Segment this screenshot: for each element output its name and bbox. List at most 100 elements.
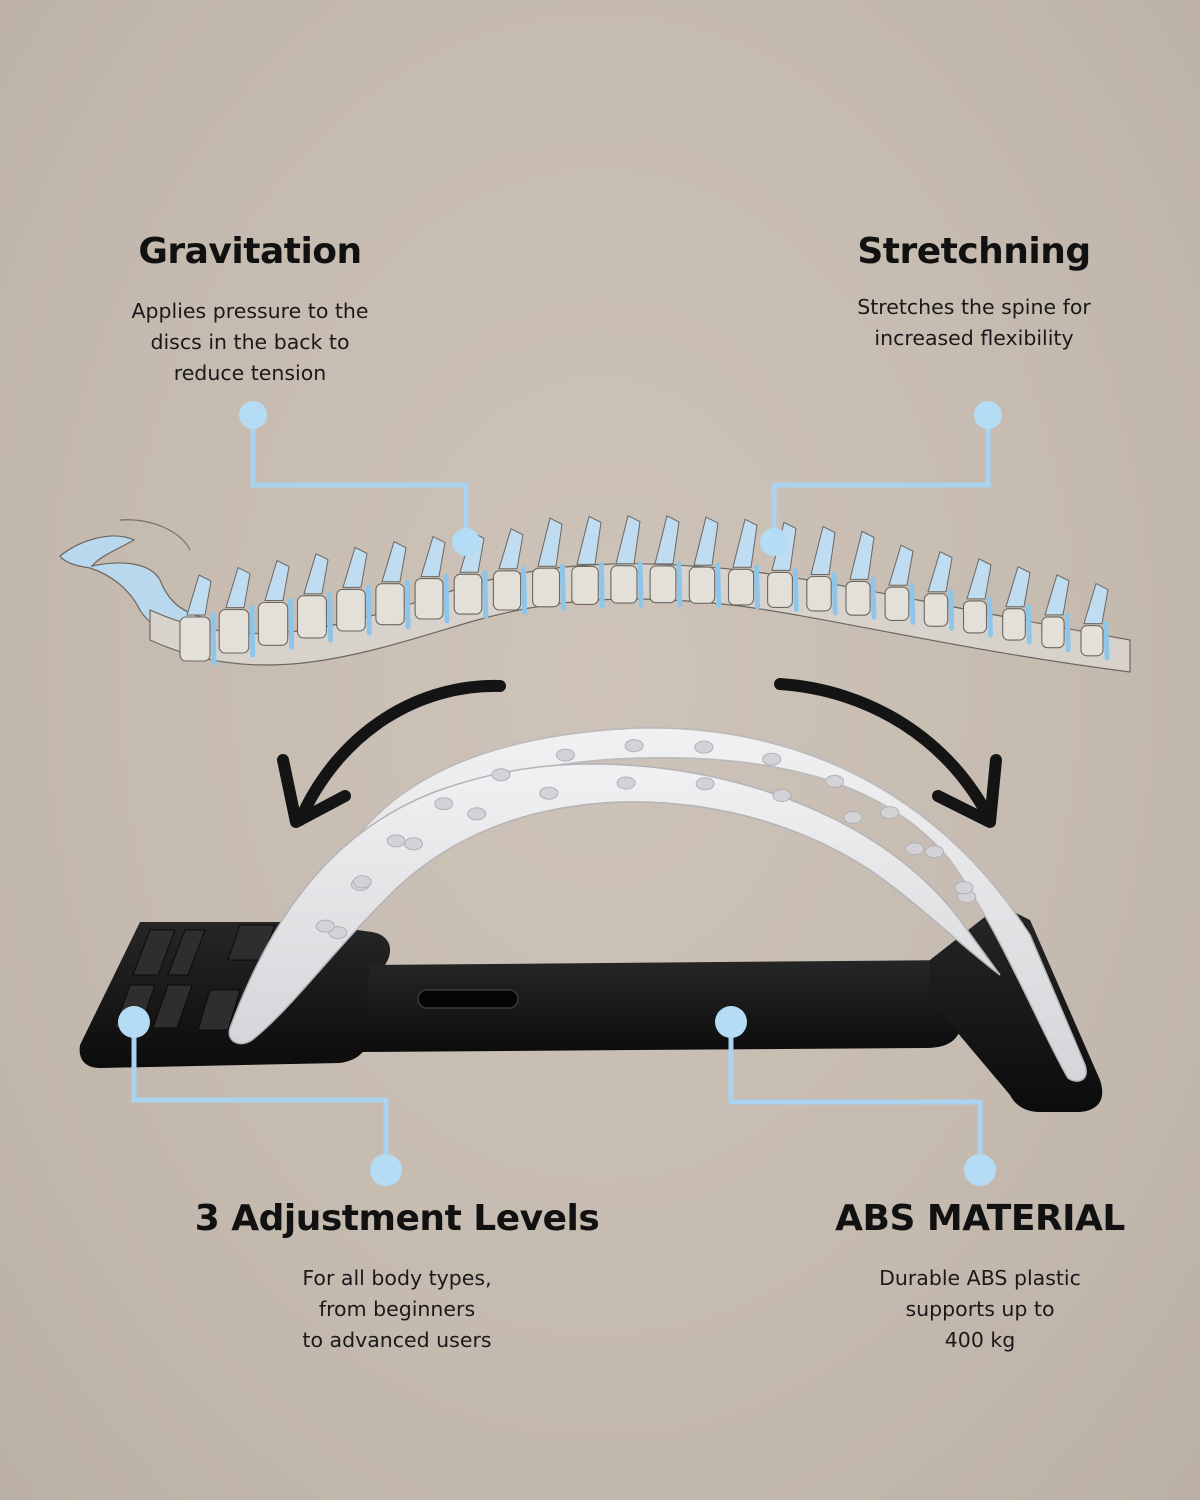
vertebra	[453, 573, 483, 615]
spinal-disc	[870, 576, 877, 620]
spinous-processes-group	[186, 514, 1109, 625]
vertebra	[532, 567, 561, 608]
vertebra	[296, 595, 327, 639]
feature-description-line: from beginners	[318, 1297, 476, 1321]
massage-bump	[694, 740, 714, 754]
feature-description-line: discs in the back to	[150, 330, 350, 354]
spinous-process	[1005, 565, 1031, 608]
callout-dot-icon	[974, 401, 1002, 429]
spine-illustration	[59, 514, 1131, 673]
spinous-process	[303, 552, 329, 595]
spinous-process	[888, 544, 914, 586]
massage-bump	[315, 919, 335, 933]
callout-line-material	[728, 1022, 983, 1170]
callout-dot-icon	[370, 1154, 402, 1186]
spinous-process	[927, 550, 953, 593]
spinal-disc	[831, 572, 838, 616]
feature-adjustment-levels: 3 Adjustment Levels For all body types, …	[187, 1197, 607, 1356]
vertebra	[218, 609, 250, 654]
vertebra	[688, 566, 716, 604]
spinal-disc	[482, 569, 489, 619]
callout-dot-icon	[964, 1154, 996, 1186]
callout-dot-icon	[715, 1006, 747, 1038]
spinal-disc	[637, 561, 644, 608]
vertebra	[962, 600, 988, 634]
vertebra	[923, 593, 949, 627]
vertebra	[610, 565, 638, 604]
spinal-disc	[754, 564, 760, 610]
spinal-disc	[909, 582, 916, 625]
massage-bump	[825, 774, 845, 788]
spinous-process	[693, 516, 719, 566]
spinal-disc	[948, 589, 955, 631]
feature-title: 3 Adjustment Levels	[194, 1198, 600, 1239]
spinal-disc	[327, 591, 333, 643]
massage-bump	[880, 806, 900, 820]
massage-bump	[762, 752, 782, 766]
spinal-disc	[676, 561, 683, 608]
spinous-process	[342, 546, 368, 588]
vertebra	[649, 565, 677, 604]
vertebra	[492, 570, 522, 611]
back-stretcher-device	[79, 727, 1103, 1112]
massage-bump	[352, 875, 372, 889]
feature-abs-material: ABS MATERIAL Durable ABS plastic support…	[820, 1197, 1140, 1356]
spinous-process	[1044, 574, 1070, 616]
device-slot	[417, 989, 519, 1009]
spinal-disc	[1103, 621, 1110, 661]
vertebra	[727, 568, 755, 606]
callout-lines	[131, 415, 991, 1170]
feature-title: Gravitation	[138, 231, 362, 272]
curved-arrow-left-icon	[277, 679, 506, 828]
massage-bumps-group	[315, 739, 977, 940]
feature-description-line: Applies pressure to the	[131, 299, 369, 323]
vertebrae-group	[179, 561, 1110, 666]
spinous-process	[1083, 582, 1109, 625]
callout-dot-icon	[118, 1006, 150, 1038]
feature-description-line: supports up to	[905, 1297, 1055, 1321]
massage-bump	[386, 834, 406, 848]
spinous-process	[420, 535, 446, 578]
vertebra	[845, 580, 871, 616]
spinal-disc	[1025, 604, 1032, 645]
spinal-disc	[1064, 612, 1071, 653]
feature-description-line: For all body types,	[302, 1266, 492, 1290]
massage-bump	[555, 748, 575, 762]
spinous-process	[186, 574, 212, 616]
vertebra	[179, 616, 211, 662]
adjustment-notches	[114, 924, 276, 1031]
feature-description: Applies pressure to the discs in the bac…	[100, 296, 400, 389]
vertebra	[375, 583, 405, 626]
callout-line-gravitation	[250, 415, 469, 542]
spinous-process	[264, 559, 290, 601]
spinal-disc	[365, 584, 372, 636]
spinal-disc	[559, 563, 566, 612]
callout-dot-icon	[452, 528, 480, 556]
spinal-disc	[249, 605, 256, 658]
spinous-process	[615, 514, 641, 565]
feature-title: Stretchning	[857, 231, 1091, 272]
vertebra	[1041, 616, 1065, 649]
massage-bump	[539, 786, 559, 800]
spinal-disc	[443, 574, 450, 624]
spinous-process	[576, 515, 602, 565]
vertebra	[571, 565, 599, 605]
vertebra	[414, 578, 444, 620]
feature-description-line: 400 kg	[944, 1328, 1016, 1352]
spinal-disc	[210, 612, 217, 666]
spinous-process	[849, 530, 875, 580]
massage-bump	[467, 807, 487, 821]
feature-description-line: Durable ABS plastic	[879, 1266, 1081, 1290]
feature-description-line: increased flexibility	[874, 326, 1074, 350]
spine-sacrum	[59, 535, 211, 641]
vertebra	[884, 586, 910, 621]
callout-line-adjustment	[131, 1022, 389, 1170]
massage-bump	[905, 842, 925, 856]
spinal-disc	[404, 579, 411, 630]
spinous-process	[225, 566, 251, 609]
massage-bump	[404, 837, 424, 851]
device-arch-front	[228, 763, 1001, 1045]
massage-bump	[924, 845, 944, 859]
vertebra	[336, 588, 366, 632]
massage-bump	[434, 797, 454, 811]
